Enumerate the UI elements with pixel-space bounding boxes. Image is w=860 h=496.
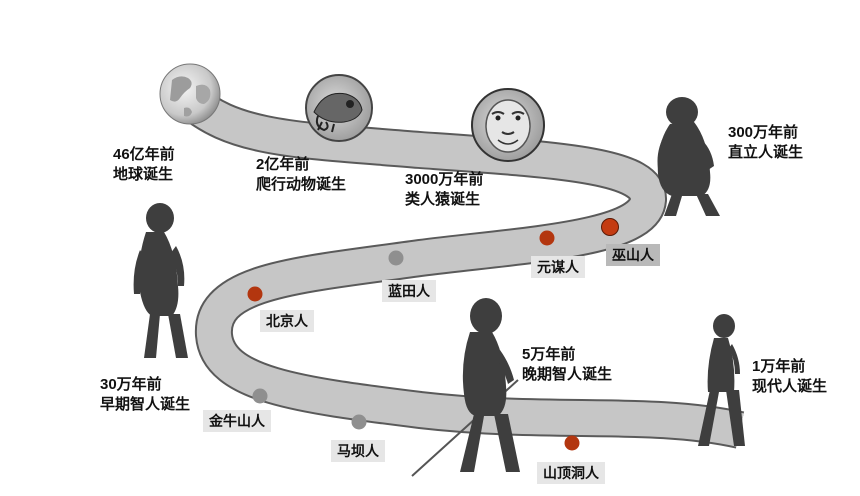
- milestone-label-modern: 1万年前现代人诞生: [752, 358, 828, 395]
- site-tag-shandingdong: 山顶洞人: [537, 462, 605, 484]
- site-tag-maba: 马坝人: [331, 440, 385, 462]
- site-tag-beijing: 北京人: [260, 310, 314, 332]
- site-tag-lantian: 蓝田人: [382, 280, 436, 302]
- site-tag-jinniushan: 金牛山人: [203, 410, 271, 432]
- timeline-road: [177, 85, 745, 449]
- milestone-label-late-sapiens: 5万年前晚期智人诞生: [522, 346, 613, 383]
- ape-face-icon: [471, 88, 545, 162]
- early-human-figure-icon: [133, 203, 188, 358]
- milestone-label-reptile: 2亿年前爬行动物诞生: [256, 156, 347, 193]
- site-dot-wushan: [601, 218, 619, 236]
- globe-icon: [159, 63, 221, 125]
- milestone-label-ape: 3000万年前类人猿诞生: [405, 171, 484, 208]
- site-dot-shandingdong: [564, 435, 580, 451]
- site-tag-wushan: 巫山人: [606, 244, 660, 266]
- spear-human-figure-icon: [411, 298, 520, 477]
- milestone-label-erectus: 300万年前直立人诞生: [728, 124, 804, 161]
- site-dot-yuanmou: [539, 230, 555, 246]
- site-dot-beijing: [247, 286, 263, 302]
- milestone-label-early-sapiens: 30万年前早期智人诞生: [100, 376, 191, 413]
- site-dot-lantian: [388, 250, 404, 266]
- site-dot-jinniushan: [252, 388, 268, 404]
- modern-human-figure-icon: [698, 314, 745, 446]
- site-dot-maba: [351, 414, 367, 430]
- chameleon-icon: [305, 74, 373, 142]
- milestone-label-earth: 46亿年前地球诞生: [113, 146, 175, 183]
- hominid-figure-icon: [657, 97, 720, 216]
- site-tag-yuanmou: 元谋人: [531, 256, 585, 278]
